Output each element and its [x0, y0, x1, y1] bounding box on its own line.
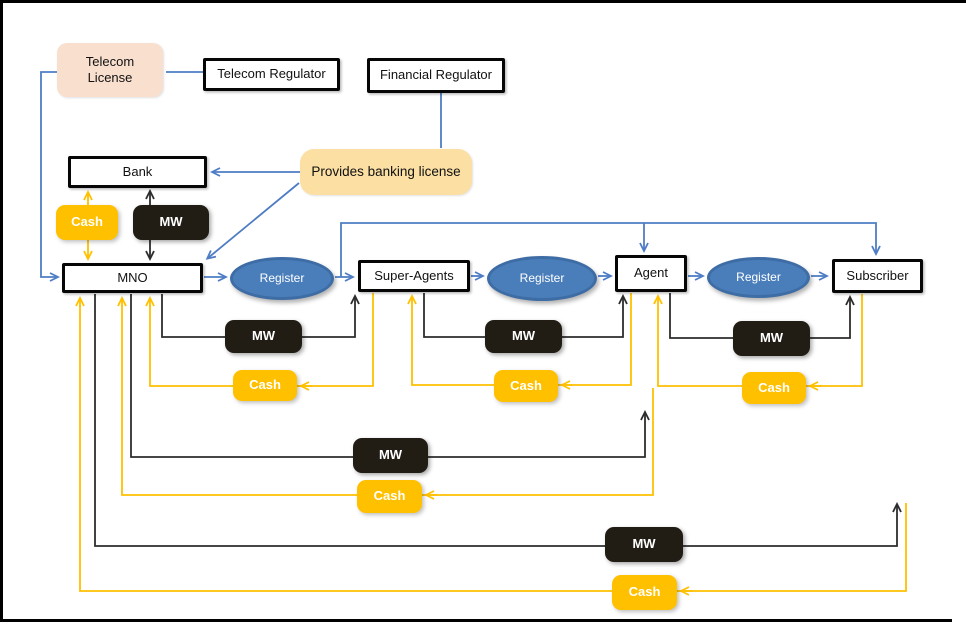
- edge-license-to-mno: [40, 71, 57, 277]
- mno-label: MNO: [117, 269, 148, 285]
- edge-mw-mno-agent: [130, 294, 645, 458]
- cash-label: Cash: [510, 377, 542, 393]
- telecom-license-node: Telecom License: [57, 43, 163, 97]
- cash-label: Cash: [71, 214, 103, 230]
- financial-regulator-node: Financial Regulator: [367, 58, 505, 93]
- blue-license-flows: [40, 71, 876, 277]
- cash-node-c: Cash: [742, 372, 806, 404]
- cash-label: Cash: [758, 379, 790, 395]
- cash-node-bank: Cash: [56, 205, 118, 240]
- provides-banking-license-node: Provides banking license: [300, 149, 472, 195]
- edge-mw-mno-subscriber: [94, 294, 897, 547]
- mw-node-a: MW: [225, 320, 302, 353]
- cash-node-b: Cash: [494, 370, 558, 402]
- cash-node-d: Cash: [357, 480, 422, 513]
- mw-label: MW: [159, 214, 183, 230]
- agent-label: Agent: [634, 265, 668, 281]
- cash-label: Cash: [628, 584, 661, 600]
- register-ellipse-1: Register: [230, 257, 334, 300]
- border-bottom: [0, 619, 952, 622]
- agent-node: Agent: [615, 255, 687, 292]
- mw-label: MW: [378, 447, 403, 463]
- cash-node-a: Cash: [233, 370, 297, 401]
- cash-node-e: Cash: [612, 575, 677, 610]
- mw-node-e: MW: [605, 527, 683, 562]
- telecom-license-line2: License: [87, 70, 133, 85]
- mw-node-bank: MW: [133, 205, 209, 240]
- border-top: [0, 0, 966, 3]
- mw-label: MW: [511, 328, 536, 344]
- subscriber-node: Subscriber: [832, 259, 923, 293]
- edge-cash-subscriber-mno: [80, 299, 907, 592]
- telecom-regulator-label: Telecom Regulator: [217, 66, 326, 82]
- telecom-regulator-node: Telecom Regulator: [203, 58, 340, 91]
- mw-node-b: MW: [485, 320, 562, 353]
- register-ellipse-3: Register: [707, 257, 810, 298]
- cash-label: Cash: [249, 377, 281, 393]
- edge-register-top-to-subscriber: [340, 222, 876, 277]
- bank-label: Bank: [122, 163, 153, 179]
- black-mw-flows: [94, 192, 897, 547]
- register-label: Register: [519, 271, 565, 285]
- super-agents-node: Super-Agents: [358, 260, 470, 292]
- mw-label: MW: [759, 330, 784, 346]
- register-label: Register: [259, 271, 305, 285]
- mw-node-c: MW: [733, 321, 810, 356]
- mno-node: MNO: [62, 263, 203, 293]
- cash-label: Cash: [373, 488, 406, 504]
- telecom-license-line1: Telecom: [85, 53, 135, 69]
- edge-banking-license-to-mno: [208, 182, 300, 258]
- super-agents-label: Super-Agents: [374, 267, 454, 283]
- mw-node-d: MW: [353, 438, 428, 473]
- financial-regulator-label: Financial Regulator: [379, 67, 492, 83]
- subscriber-label: Subscriber: [846, 267, 909, 283]
- mw-label: MW: [251, 328, 276, 344]
- register-label: Register: [736, 270, 781, 284]
- border-left: [0, 0, 3, 622]
- mw-label: MW: [632, 536, 656, 552]
- provides-banking-license-label: Provides banking license: [311, 163, 461, 179]
- register-ellipse-2: Register: [487, 256, 597, 301]
- bank-node: Bank: [68, 156, 207, 188]
